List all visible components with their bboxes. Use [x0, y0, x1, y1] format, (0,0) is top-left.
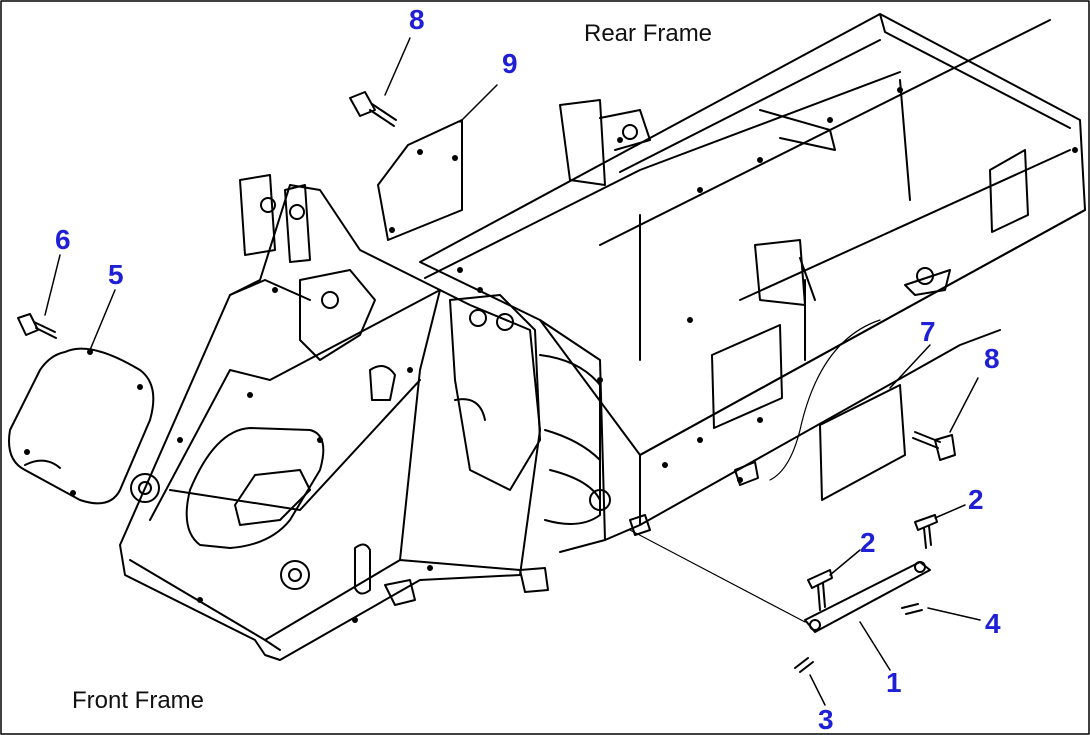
rear-frame: [419, 13, 1086, 553]
cover-7: [819, 384, 906, 501]
bolt-6: [17, 254, 61, 339]
callout-6: 6: [55, 224, 71, 255]
front-frame: [119, 174, 549, 661]
callout-1: 1: [886, 667, 902, 698]
callout-8-right: 8: [984, 343, 1000, 374]
callout-2-right: 2: [968, 484, 984, 515]
washer-3: [794, 657, 814, 673]
rear-frame-label: Rear Frame: [584, 20, 713, 47]
strap-1: [804, 561, 931, 633]
callout-9: 9: [502, 48, 518, 79]
callout-7: 7: [920, 316, 936, 347]
callout-2-left: 2: [860, 527, 876, 558]
callout-4: 4: [985, 608, 1001, 639]
callout-5: 5: [108, 259, 124, 290]
cover-9: [377, 119, 463, 241]
bolt-8-upper: [349, 91, 397, 127]
callout-3: 3: [818, 704, 834, 735]
front-frame-label: Front Frame: [72, 687, 205, 714]
callout-8-upper: 8: [409, 4, 425, 35]
bolt-2-right: [914, 514, 938, 549]
bolt-2-left: [807, 569, 833, 611]
washer-4: [901, 603, 923, 615]
bolt-8-right: [912, 377, 979, 461]
cover-5: [8, 347, 155, 505]
